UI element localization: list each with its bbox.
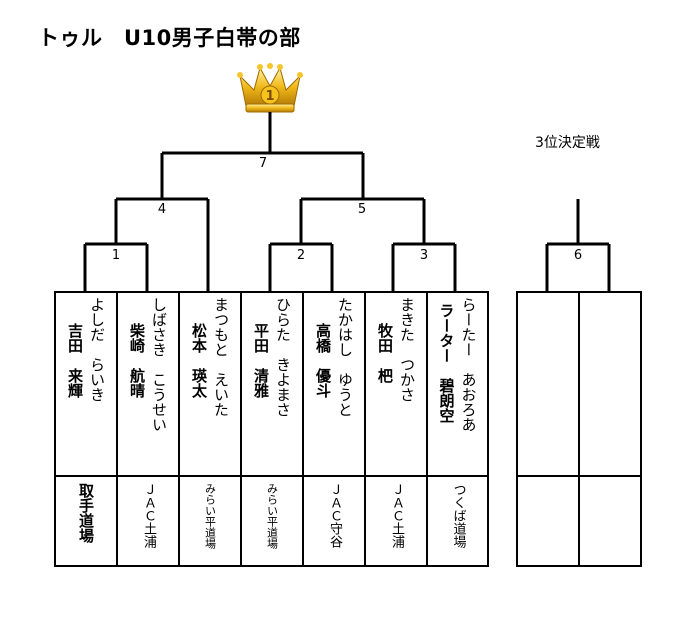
player-kana: ひらた きよまさ — [274, 297, 292, 417]
match-number-6: 6 — [573, 248, 583, 263]
match-number-2: 2 — [296, 248, 306, 263]
player-kana: たかはし ゆうと — [336, 297, 354, 417]
semifinal-right — [299, 197, 426, 244]
third-dojo-cell-1 — [516, 475, 580, 567]
player-kana: しばさき こうせい — [150, 297, 168, 432]
player-name: 平田 清雅 — [252, 323, 270, 398]
third-place-bracket — [545, 199, 611, 291]
dojo-name: みらい平道場 — [203, 483, 217, 549]
player-kana: よしだ らいき — [88, 297, 106, 402]
third-dojo-cell-2 — [578, 475, 642, 567]
round1-match3 — [391, 242, 457, 291]
dojo-row: 取手道場 ＪＡＣ土浦 みらい平道場 みらい平道場 ＪＡＣ守谷 ＪＡＣ土浦 つくば… — [54, 475, 489, 567]
match-number-3: 3 — [419, 248, 429, 263]
dojo-cell-5: ＪＡＣ守谷 — [302, 475, 366, 567]
player-name: 柴崎 航晴 — [128, 323, 146, 398]
third-place-label: 3位決定戦 — [535, 135, 600, 151]
player-name: 牧田 杷 — [376, 323, 394, 383]
match-number-4: 4 — [157, 202, 167, 217]
dojo-name: みらい平道場 — [265, 483, 279, 549]
third-player-cell-1 — [516, 291, 580, 477]
player-name: 高橋 優斗 — [314, 323, 332, 398]
third-dojo-row — [516, 475, 642, 567]
player-kana: まきた つかさ — [398, 297, 416, 402]
match-number-7: 7 — [258, 156, 268, 171]
player-cell-4: ひらた きよまさ 平田 清雅 — [240, 291, 304, 477]
player-cell-6: まきた つかさ 牧田 杷 — [364, 291, 428, 477]
player-name: 吉田 来輝 — [66, 323, 84, 398]
player-kana: らーたー あおろあ — [459, 297, 478, 432]
dojo-name: 取手道場 — [77, 483, 95, 543]
round1-match2 — [268, 242, 334, 291]
player-cell-1: よしだ らいき 吉田 来輝 — [54, 291, 118, 477]
player-name: 松本 瑛太 — [190, 323, 208, 398]
name-row: よしだ らいき 吉田 来輝 しばさき こうせい 柴崎 航晴 まつもと えいた 松… — [54, 291, 489, 477]
third-player-cell-2 — [578, 291, 642, 477]
player-cell-7: らーたー あおろあ ラーター 碧朗空 — [426, 291, 489, 477]
dojo-cell-2: ＪＡＣ土浦 — [116, 475, 180, 567]
final-line — [160, 112, 365, 199]
player-cell-2: しばさき こうせい 柴崎 航晴 — [116, 291, 180, 477]
round1-match1 — [83, 242, 149, 291]
dojo-cell-6: ＪＡＣ土浦 — [364, 475, 428, 567]
dojo-cell-4: みらい平道場 — [240, 475, 304, 567]
entrant-table: よしだ らいき 吉田 来輝 しばさき こうせい 柴崎 航晴 まつもと えいた 松… — [54, 291, 489, 567]
page-title: トゥル U10男子白帯の部 — [38, 26, 301, 50]
dojo-name: ＪＡＣ土浦 — [389, 483, 404, 548]
dojo-cell-1: 取手道場 — [54, 475, 118, 567]
match-number-5: 5 — [357, 202, 367, 217]
match-number-1: 1 — [111, 248, 121, 263]
player-kana: まつもと えいた — [212, 297, 230, 417]
dojo-name: ＪＡＣ守谷 — [327, 483, 342, 548]
crown-number: 1 — [265, 89, 274, 104]
player-name: ラーター 碧朗空 — [437, 303, 456, 423]
dojo-name: つくば道場 — [450, 483, 466, 548]
third-name-row — [516, 291, 642, 477]
dojo-cell-3: みらい平道場 — [178, 475, 242, 567]
semifinal-left — [114, 197, 210, 291]
dojo-cell-7: つくば道場 — [426, 475, 489, 567]
player-cell-3: まつもと えいた 松本 瑛太 — [178, 291, 242, 477]
player-cell-5: たかはし ゆうと 高橋 優斗 — [302, 291, 366, 477]
third-place-table — [516, 291, 642, 567]
dojo-name: ＪＡＣ土浦 — [141, 483, 156, 548]
